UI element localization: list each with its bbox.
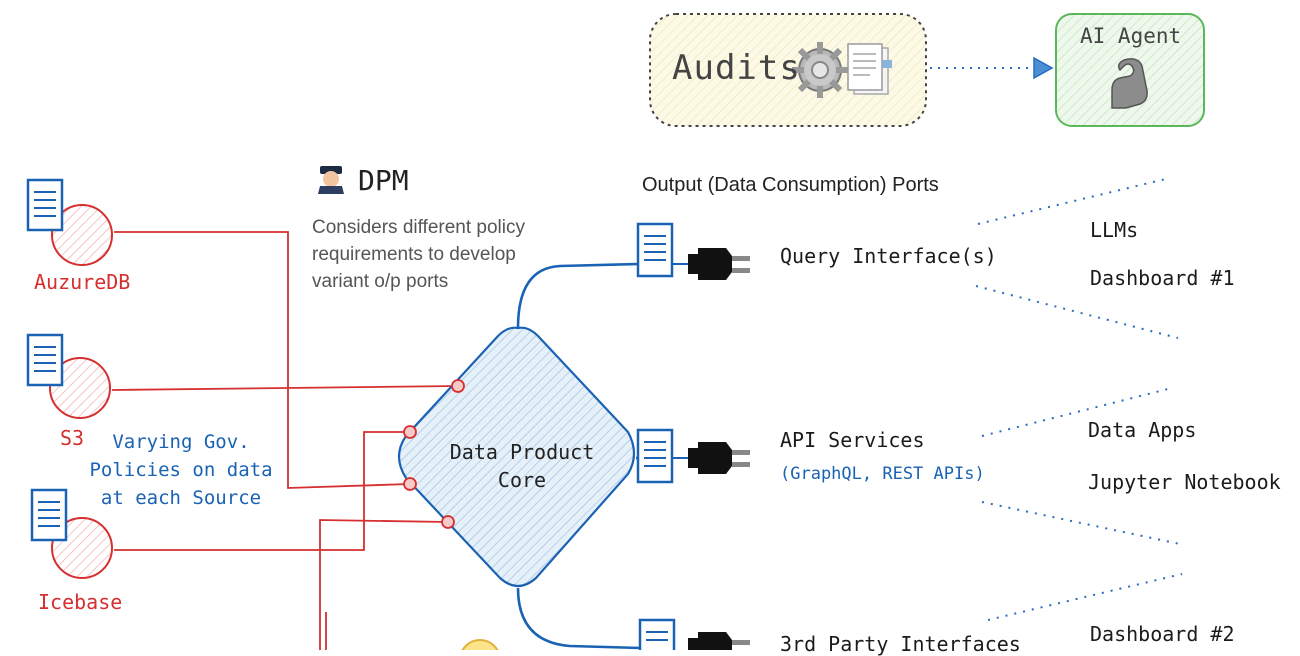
port-label-3rdparty: 3rd Party Interfaces <box>780 632 1021 656</box>
consumer-llms: LLMs <box>1090 218 1139 242</box>
input-port-dots <box>403 379 465 529</box>
port-label-query: Query Interface(s) <box>780 244 997 268</box>
consumer-dashboard-2: Dashboard #2 <box>1090 622 1235 646</box>
core-label-line2: Core <box>497 468 547 492</box>
source-connectors <box>111 231 459 650</box>
source-label-s3: S3 <box>60 426 85 450</box>
source-azuredb[interactable] <box>26 178 113 266</box>
consumer-data-apps: Data Apps <box>1088 418 1197 442</box>
port-sublabel-api: (GraphQL, REST APIs) <box>780 464 985 484</box>
audits-label: Audits <box>672 48 801 88</box>
lightbulb-icon <box>461 639 499 650</box>
plug-icon <box>672 442 750 474</box>
port-label-api: API Services <box>780 428 925 452</box>
ai-agent-box[interactable] <box>1055 13 1205 127</box>
files-icon <box>847 43 892 95</box>
core-label: Data Product Core <box>424 438 620 494</box>
consumer-jupyter-notebook: Jupyter Notebook <box>1088 470 1281 494</box>
gear-icon <box>792 42 848 98</box>
consumer-connectors <box>975 177 1183 621</box>
consumer-dashboard-1: Dashboard #1 <box>1090 266 1235 290</box>
source-s3[interactable] <box>26 333 111 419</box>
port-query-doc <box>636 222 674 278</box>
core-label-line1: Data Product <box>449 440 595 464</box>
port-3rdparty-doc <box>638 618 676 650</box>
ai-agent-label: AI Agent <box>1080 24 1182 48</box>
source-icebase[interactable] <box>30 488 113 579</box>
arm-icon <box>1111 58 1148 109</box>
pilot-emoji-icon <box>318 166 344 194</box>
source-label-azuredb: AuzureDB <box>34 270 131 294</box>
dpm-description: Considers different policy requirements … <box>312 217 525 292</box>
dpm-title: DPM <box>358 164 409 197</box>
port-api-doc <box>636 428 674 484</box>
arrow-head-icon <box>1033 56 1054 80</box>
audits-box[interactable] <box>649 13 927 127</box>
governance-note: Varying Gov. Policies on data at each So… <box>89 431 273 509</box>
plug-icon <box>688 632 750 650</box>
source-label-icebase: Icebase <box>38 590 123 614</box>
output-ports-title: Output (Data Consumption) Ports <box>642 174 939 196</box>
plug-icon <box>672 248 750 280</box>
